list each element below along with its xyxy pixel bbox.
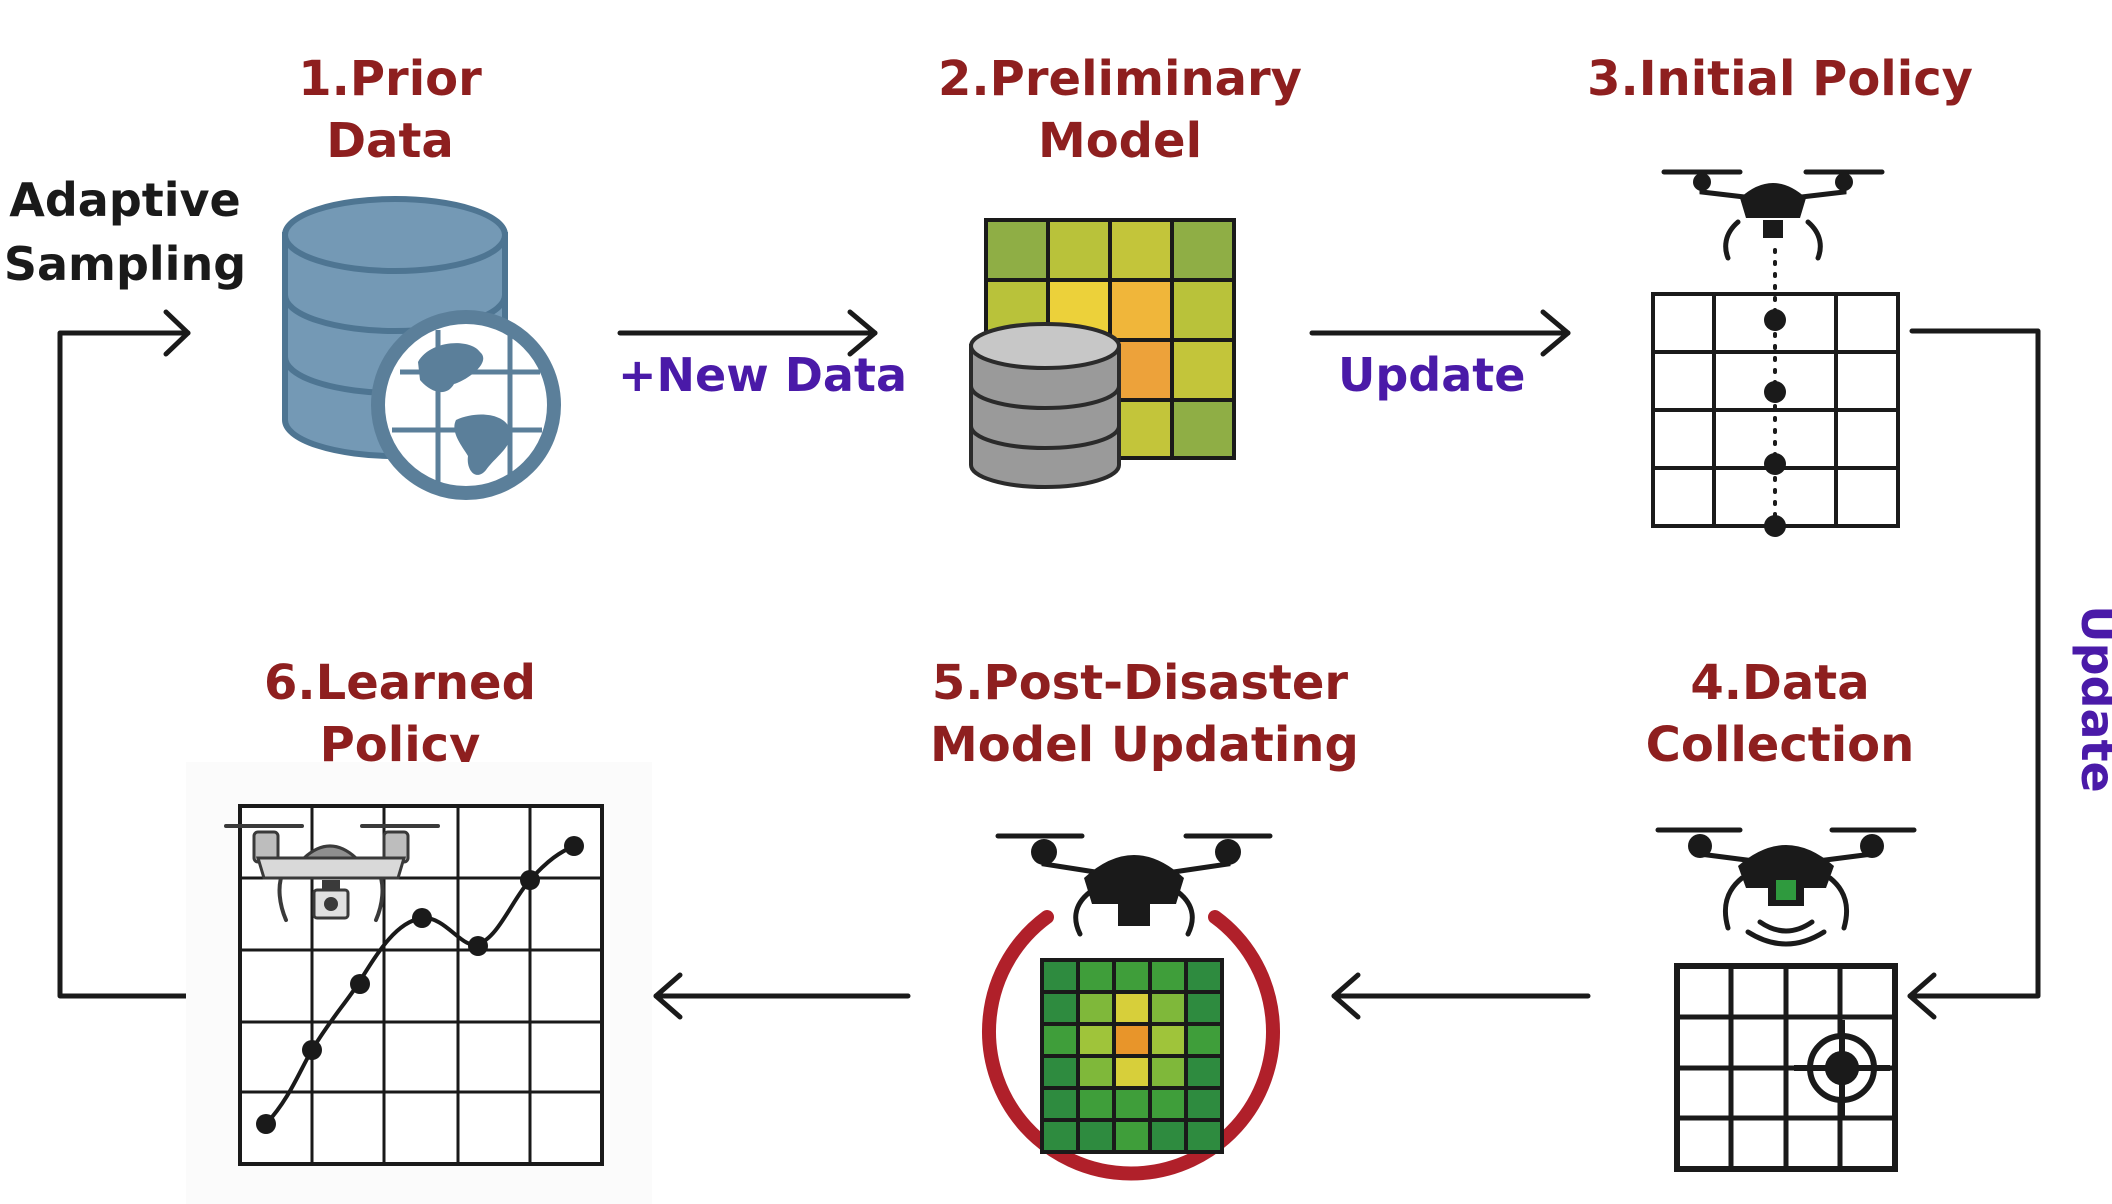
heatmap-cell — [1076, 1086, 1116, 1122]
target-icon — [1794, 1020, 1890, 1116]
heatmap-cell — [1184, 1118, 1224, 1154]
step4-title-line2: Collection — [1645, 717, 1915, 773]
step3-title-line1: 3.Initial Policy — [1587, 51, 1973, 107]
heatmap-cell — [1148, 958, 1188, 994]
post-disaster-model-icon — [982, 833, 1280, 1181]
heatmap-cell — [1076, 1118, 1116, 1154]
heatmap-cell — [1184, 1086, 1224, 1122]
heatmap-cell — [1076, 958, 1116, 994]
heatmap-cell — [1040, 1118, 1080, 1154]
step5-title-line1: 5.Post-Disaster — [931, 655, 1349, 711]
arrow-6-to-1 — [57, 330, 191, 999]
heatmap-cell — [1148, 990, 1188, 1026]
heatmap-cell — [1148, 1118, 1188, 1154]
heatmap-cell — [1076, 1054, 1116, 1090]
heatmap-cell — [1184, 990, 1224, 1026]
data-collection-icon — [1655, 827, 1917, 1172]
heatmap-cell — [1148, 1054, 1188, 1090]
arrow-4-to-5-head — [1331, 972, 1361, 1020]
heatmap-cell — [1112, 1086, 1152, 1122]
heatmap-cell — [1040, 990, 1080, 1026]
arrow-5-to-6-head — [653, 972, 683, 1020]
heatmap-cell — [1076, 1022, 1116, 1058]
heatmap-cell — [1112, 1118, 1152, 1154]
drone-icon-4 — [1655, 827, 1917, 947]
adaptive-line2: Sampling — [3, 237, 247, 291]
heatmap-cell — [1184, 1054, 1224, 1090]
new-data-label: +New Data — [618, 348, 908, 402]
step5-title-line2: Model Updating — [930, 717, 1359, 773]
heatmap-cell — [1112, 958, 1152, 994]
update-top-label: Update — [1338, 348, 1526, 402]
heatmap-cell — [1184, 958, 1224, 994]
heatmap-cell — [1112, 1022, 1152, 1058]
heatmap-cell — [1040, 1086, 1080, 1122]
drone-icon-6 — [224, 824, 440, 922]
heatmap-cell — [1040, 1022, 1080, 1058]
step1-title: 1.Prior Data — [270, 48, 510, 172]
heatmap-cell — [1040, 1054, 1080, 1090]
step4-title: 4.Data Collection — [1620, 652, 1940, 776]
heatmap-cell — [1040, 958, 1080, 994]
adaptive-sampling-label: Adaptive Sampling — [0, 168, 250, 296]
heatmap-cell — [1148, 1086, 1188, 1122]
initial-policy-icon — [1651, 169, 1900, 537]
heatmap-cell — [1184, 1022, 1224, 1058]
step3-title: 3.Initial Policy — [1560, 48, 2000, 110]
heatmap-cell — [1076, 990, 1116, 1026]
arrow-3-to-4-head — [1907, 972, 1937, 1020]
update-ring — [982, 910, 1280, 1181]
drone-icon-3 — [1661, 169, 1885, 261]
arrow-3-to-4 — [1907, 328, 2041, 999]
preliminary-model-icon — [969, 218, 1236, 489]
step2-title-line1: 2.Preliminary — [938, 51, 1302, 107]
step6-title-line1: 6.Learned — [264, 655, 536, 711]
heatmap-cell — [1112, 990, 1152, 1026]
step2-title-line2: Model — [1037, 113, 1203, 169]
heatmap-cell — [1148, 1022, 1188, 1058]
learned-policy-icon — [186, 762, 652, 1204]
arrow-2-to-3-head — [1540, 309, 1571, 357]
arrow-6-to-1-head — [163, 309, 191, 357]
step5-title: 5.Post-Disaster Model Updating — [930, 652, 1359, 776]
adaptive-line1: Adaptive — [9, 173, 241, 227]
step2-title: 2.Preliminary Model — [920, 48, 1320, 172]
step6-title: 6.Learned Policy — [250, 652, 550, 776]
step1-title-line1: 1.Prior — [298, 51, 482, 107]
database-globe-icon — [282, 196, 561, 500]
heatmap-cell — [1112, 1054, 1152, 1090]
drone-icon-5 — [995, 833, 1273, 937]
arrow-1-to-2-head — [847, 309, 878, 357]
step4-title-line1: 4.Data — [1690, 655, 1870, 711]
step1-title-line2: Data — [326, 113, 454, 169]
